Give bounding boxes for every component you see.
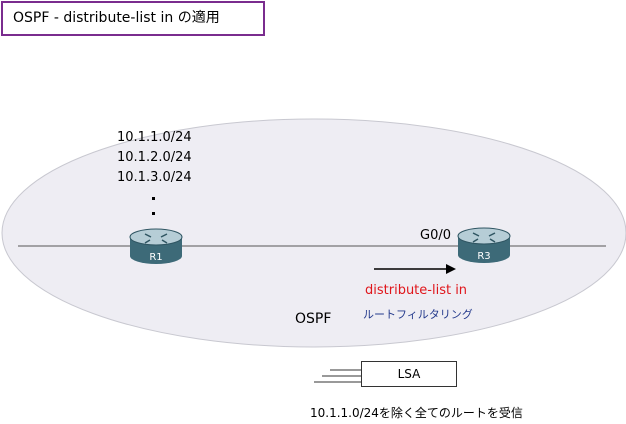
- diagram-title: OSPF - distribute-list in の適用: [1, 1, 265, 36]
- ospf-area-label: OSPF: [295, 311, 332, 327]
- lsa-box: LSA: [361, 361, 457, 387]
- router-r3[interactable]: [457, 227, 511, 263]
- router-r3-label: R3: [477, 251, 491, 262]
- caption: 10.1.1.0/24を除く全てのルートを受信: [310, 406, 523, 420]
- router-r1-label: R1: [149, 252, 163, 263]
- distribute-list-label: distribute-list in: [365, 283, 468, 298]
- route-label-1: 10.1.1.0/24: [117, 130, 192, 145]
- route-filtering-label: ルートフィルタリング: [363, 308, 473, 321]
- filter-arrow-head: [446, 264, 456, 274]
- route-label-3: 10.1.3.0/24: [117, 170, 192, 185]
- ellipsis-dot: [152, 197, 155, 200]
- ellipsis-dot: [152, 212, 155, 215]
- router-r1[interactable]: [129, 228, 183, 264]
- interface-label: G0/0: [420, 228, 451, 243]
- route-label-2: 10.1.2.0/24: [117, 150, 192, 165]
- ospf-area-ellipse: [1, 118, 626, 348]
